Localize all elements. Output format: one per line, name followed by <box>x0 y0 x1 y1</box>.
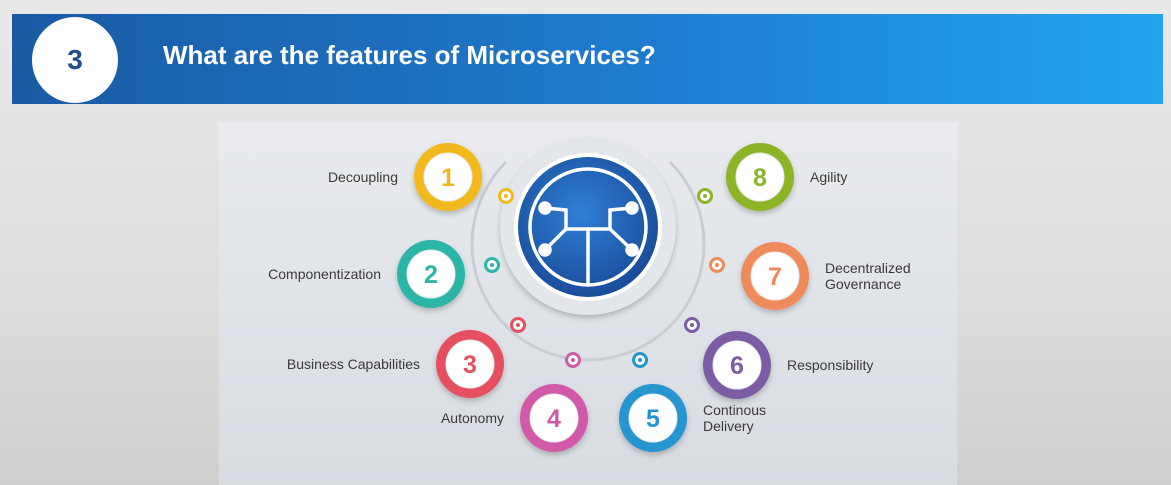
feature-item: 1 Decoupling <box>328 143 482 211</box>
feature-number: 3 <box>463 351 477 379</box>
connector-dot <box>709 257 725 273</box>
feature-number: 2 <box>424 261 438 289</box>
features-diagram: 1 Decoupling 2 Componentization 3 Business Ca… <box>268 139 911 452</box>
feature-label: Agility <box>810 169 847 185</box>
title-banner <box>12 14 1163 104</box>
feature-number: 6 <box>730 352 744 380</box>
feature-item: 3 Business Capabilities <box>287 330 504 398</box>
connector-arc <box>470 160 706 362</box>
slide-number-badge: 3 <box>32 17 118 103</box>
slide-title: What are the features of Microservices? <box>163 40 656 70</box>
connector-dot <box>565 352 581 368</box>
connector-dot <box>632 352 648 368</box>
feature-item: 4 Autonomy <box>441 384 588 452</box>
hub <box>500 139 676 315</box>
feature-number: 7 <box>768 263 782 291</box>
feature-label: Business Capabilities <box>287 356 420 372</box>
feature-number: 4 <box>547 405 561 433</box>
feature-number-badge: 3 <box>436 330 504 398</box>
features-diagram-panel: 1 Decoupling 2 Componentization 3 Business Ca… <box>219 122 957 485</box>
feature-item: 6 Responsibility <box>703 331 873 399</box>
feature-number-badge: 1 <box>414 143 482 211</box>
connector-dot <box>684 317 700 333</box>
feature-label: Decoupling <box>328 169 398 185</box>
feature-label: Autonomy <box>441 410 504 426</box>
feature-item: 8 Agility <box>726 143 847 211</box>
feature-number-badge: 6 <box>703 331 771 399</box>
connector-dot <box>697 188 713 204</box>
feature-number: 1 <box>441 164 455 192</box>
connector-dot <box>498 188 514 204</box>
feature-number-badge: 4 <box>520 384 588 452</box>
connector-dot <box>510 317 526 333</box>
feature-number: 5 <box>646 405 660 433</box>
feature-label: Componentization <box>268 266 381 282</box>
feature-number: 8 <box>753 164 767 192</box>
feature-item: 2 Componentization <box>268 240 465 308</box>
feature-number-badge: 5 <box>619 384 687 452</box>
feature-number-badge: 2 <box>397 240 465 308</box>
feature-label: Responsibility <box>787 357 873 373</box>
feature-number-badge: 7 <box>741 242 809 310</box>
feature-number-badge: 8 <box>726 143 794 211</box>
connector-dot <box>484 257 500 273</box>
network-connections-icon <box>538 201 639 286</box>
